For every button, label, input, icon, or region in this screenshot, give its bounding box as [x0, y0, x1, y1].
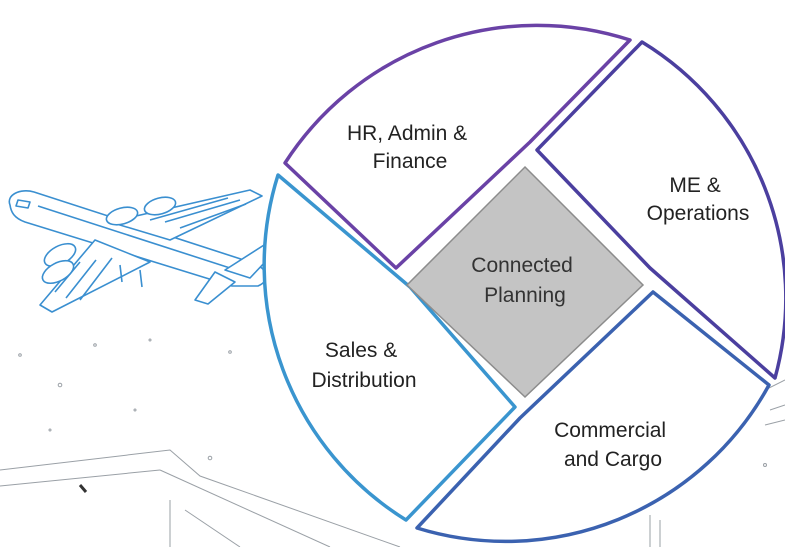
- airplane-icon: [9, 190, 282, 312]
- connected-planning-diamond: [405, 165, 645, 399]
- segment-sales-distribution[interactable]: [262, 173, 517, 522]
- segment-me-operations[interactable]: [535, 40, 785, 380]
- background-sketch: [0, 328, 785, 547]
- segment-commercial-cargo[interactable]: [415, 290, 771, 544]
- segment-commercial-label: Commercial and Cargo: [554, 419, 672, 471]
- segment-sales-label: Sales & Distribution: [311, 339, 416, 392]
- segment-me-label: ME & Operations: [647, 174, 750, 225]
- segment-hr-label: HR, Admin & Finance: [347, 122, 473, 173]
- segment-hr-admin-finance[interactable]: [283, 23, 632, 270]
- center-label: Connected Planning: [471, 254, 578, 307]
